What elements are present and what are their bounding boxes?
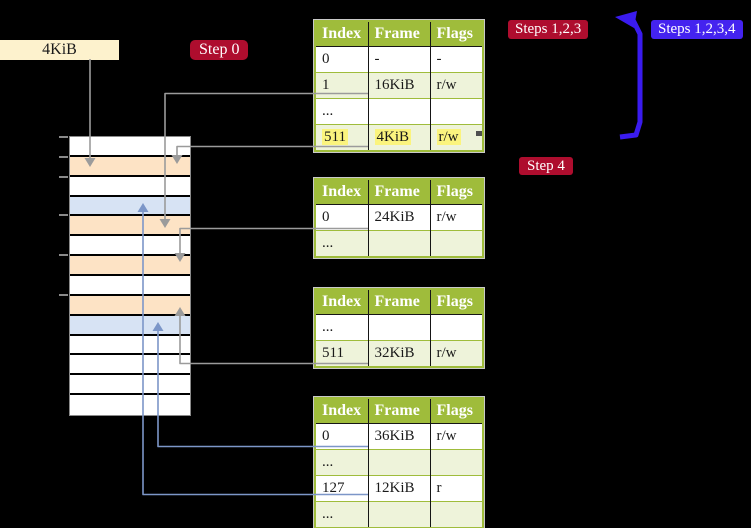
col-header-frame: Frame <box>368 21 431 47</box>
memory-tick <box>59 214 68 216</box>
col-header-index: Index <box>315 289 369 315</box>
memory-frame-2 <box>70 177 190 195</box>
table-cell <box>430 230 483 257</box>
col-header-frame: Frame <box>368 398 431 424</box>
col-header-frame: Frame <box>368 179 431 205</box>
table-cell: - <box>368 46 431 73</box>
table-cell: r/w <box>430 423 483 450</box>
table-row: 0-- <box>315 46 483 73</box>
col-header-flags: Flags <box>430 398 483 424</box>
memory-frame-13 <box>70 395 190 415</box>
memory-tick <box>59 156 68 158</box>
table-cell: 127 <box>315 475 369 502</box>
col-header-flags: Flags <box>430 179 483 205</box>
col-header-index: Index <box>315 398 369 424</box>
table-cell: 36KiB <box>368 423 431 450</box>
memory-frame-11 <box>70 355 190 373</box>
table-cell: 511 <box>315 340 369 367</box>
loop-arrow-shaft <box>619 18 643 140</box>
table-cell: ... <box>315 501 369 528</box>
table-cell <box>368 314 431 341</box>
memory-frame-5 <box>70 236 190 254</box>
col-header-index: Index <box>315 21 369 47</box>
table-cell: 511 <box>315 124 369 151</box>
table-cell <box>368 98 431 125</box>
table-cell: 16KiB <box>368 72 431 99</box>
table-row: ... <box>315 501 483 528</box>
memory-frame-9 <box>70 316 190 334</box>
physical-memory-column <box>69 136 191 416</box>
table-cell: r/w <box>430 72 483 99</box>
table-cell: ... <box>315 314 369 341</box>
table-cell: r/w <box>430 340 483 367</box>
table-row: ... <box>315 230 483 257</box>
badge-steps-1-2-3-4: Steps 1,2,3,4 <box>651 20 743 39</box>
memory-frame-1 <box>70 157 190 175</box>
memory-frame-10 <box>70 336 190 353</box>
memory-frame-6 <box>70 256 190 274</box>
table-cell: r/w <box>430 204 483 231</box>
table-cell <box>368 230 431 257</box>
table-row: ... <box>315 98 483 125</box>
table-cell <box>368 501 431 528</box>
memory-frame-0 <box>70 137 190 155</box>
badge-steps-1-2-3: Steps 1,2,3 <box>508 20 589 39</box>
table-row: ... <box>315 314 483 341</box>
memory-tick <box>59 294 68 296</box>
col-header-flags: Flags <box>430 21 483 47</box>
table-cell: 1 <box>315 72 369 99</box>
table-cell: ... <box>315 230 369 257</box>
table-cell: ... <box>315 98 369 125</box>
table-cell <box>430 98 483 125</box>
table-cell: 32KiB <box>368 340 431 367</box>
root-table-frame-label: 4KiB <box>0 40 119 60</box>
table-cell: r/w <box>430 124 483 151</box>
table-cell: 0 <box>315 204 369 231</box>
table-cell: r <box>430 475 483 502</box>
table-cell <box>430 501 483 528</box>
table-cell: 4KiB <box>368 124 431 151</box>
table-cell: 24KiB <box>368 204 431 231</box>
memory-frame-8 <box>70 296 190 314</box>
loop-arrow-head <box>615 11 637 28</box>
memory-frame-12 <box>70 375 190 393</box>
table-cell: 0 <box>315 46 369 73</box>
memory-frame-3 <box>70 197 190 214</box>
col-header-frame: Frame <box>368 289 431 315</box>
col-header-flags: Flags <box>430 289 483 315</box>
table-cell: 12KiB <box>368 475 431 502</box>
table-cell: - <box>430 46 483 73</box>
memory-tick <box>59 136 68 138</box>
badge-step-0: Step 0 <box>190 40 249 60</box>
table-cell <box>430 449 483 476</box>
badge-step-4: Step 4 <box>519 157 573 175</box>
memory-frame-7 <box>70 276 190 294</box>
stray-dash <box>476 131 482 136</box>
table-cell: 0 <box>315 423 369 450</box>
table-cell <box>430 314 483 341</box>
col-header-index: Index <box>315 179 369 205</box>
table-cell: ... <box>315 449 369 476</box>
memory-frame-4 <box>70 216 190 234</box>
table-cell <box>368 449 431 476</box>
memory-tick <box>59 176 68 178</box>
table-row: ... <box>315 449 483 476</box>
memory-tick <box>59 254 68 256</box>
